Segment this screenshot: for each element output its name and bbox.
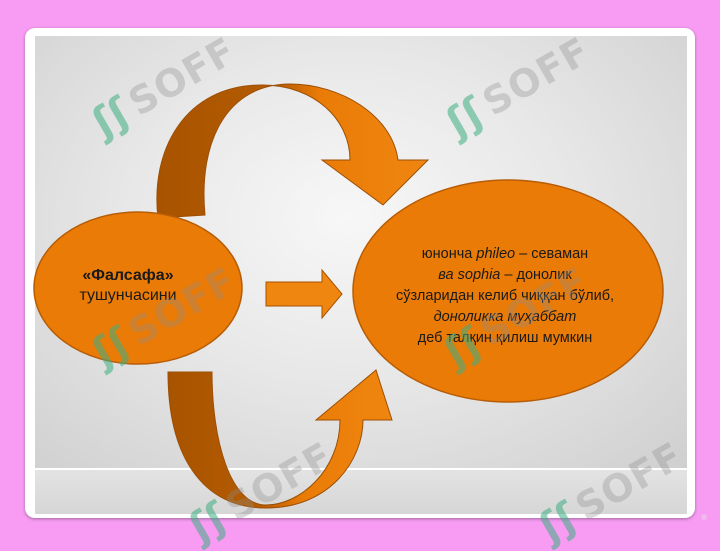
- right-node-ellipse: [352, 179, 664, 403]
- definition-line-3: сўзларидан келиб чиққан бўлиб,: [395, 288, 615, 304]
- top-curved-arrow: [156, 83, 430, 219]
- left-node-text: «Фалсафа» тушунчасини: [48, 266, 208, 306]
- bottom-curved-arrow: [167, 369, 393, 509]
- definition-line-5: деб талқин қилиш мумкин: [417, 330, 593, 346]
- left-node-ellipse: [33, 211, 243, 365]
- left-node-caption: тушунчасини: [79, 287, 177, 304]
- center-straight-arrow: [265, 268, 343, 320]
- right-node-text: юнонча phileo – севаман ва sophia – доно…: [360, 244, 650, 349]
- slide-footer-bar: [35, 470, 687, 514]
- definition-line-1: юнонча phileo – севаман: [421, 246, 589, 262]
- definition-line-4: доноликка муҳаббат: [433, 309, 577, 325]
- definition-line-2: ва sophia – донолик: [438, 267, 572, 283]
- slide-corner-dot: [701, 514, 707, 520]
- philosophy-term: «Фалсафа»: [82, 267, 174, 284]
